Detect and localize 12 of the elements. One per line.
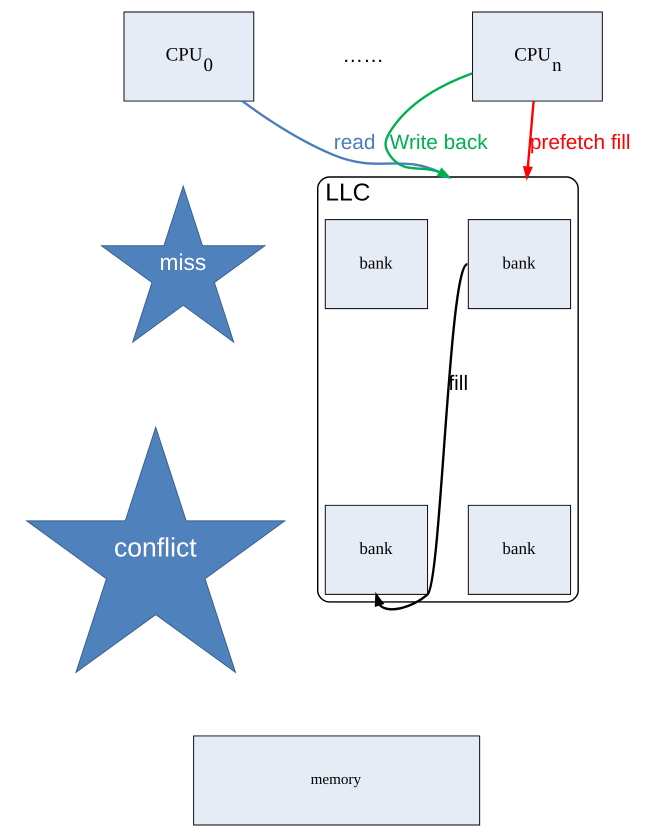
edge-label: prefetch fill (530, 130, 631, 154)
node-box: bank (324, 504, 428, 595)
arrow (522, 101, 535, 181)
node-box: memory (193, 735, 480, 826)
node-box: bank (468, 504, 572, 595)
node-box: bank (468, 219, 572, 310)
edge-label: fill (448, 372, 468, 395)
arrow (374, 263, 468, 610)
node-box: bank (324, 219, 428, 310)
label: …… (342, 44, 384, 67)
edge-label: read (334, 130, 376, 154)
edge-label: Write back (390, 130, 488, 154)
